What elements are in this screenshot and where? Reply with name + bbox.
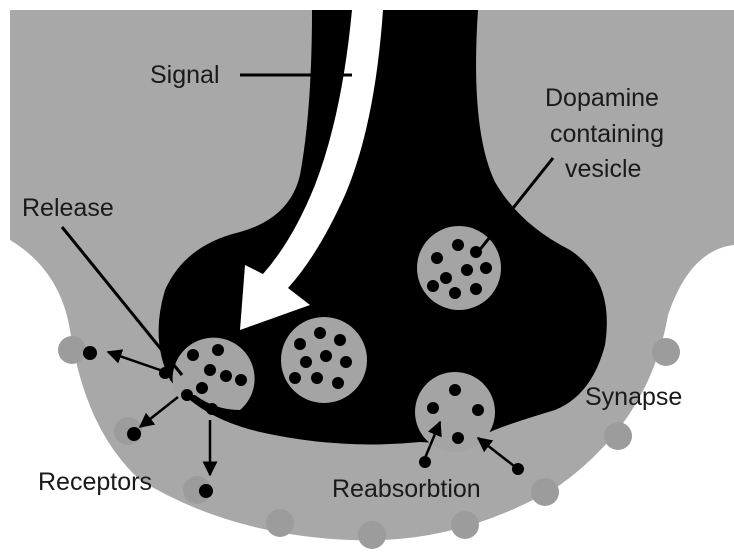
synapse-label: Synapse [585,383,682,411]
receptor [652,338,680,366]
receptor [199,484,213,498]
receptors-label: Receptors [38,468,152,496]
receptor [58,336,86,364]
vesicle-label-line3: vesicle [565,155,641,183]
vesicle-label-line1: Dopamine [545,84,659,112]
receptor [358,521,386,549]
receptor [604,422,632,450]
vesicle-center [281,317,367,403]
receptor [451,511,479,539]
vesicle-reabsorb [415,372,495,452]
receptor [266,509,294,537]
vesicle-label-line2: containing [550,120,664,148]
receptor [83,346,97,360]
reabsorption-label: Reabsorbtion [332,475,481,503]
receptor [127,427,141,441]
receptor [531,478,559,506]
release-label: Release [22,194,114,222]
signal-label: Signal [150,61,220,89]
